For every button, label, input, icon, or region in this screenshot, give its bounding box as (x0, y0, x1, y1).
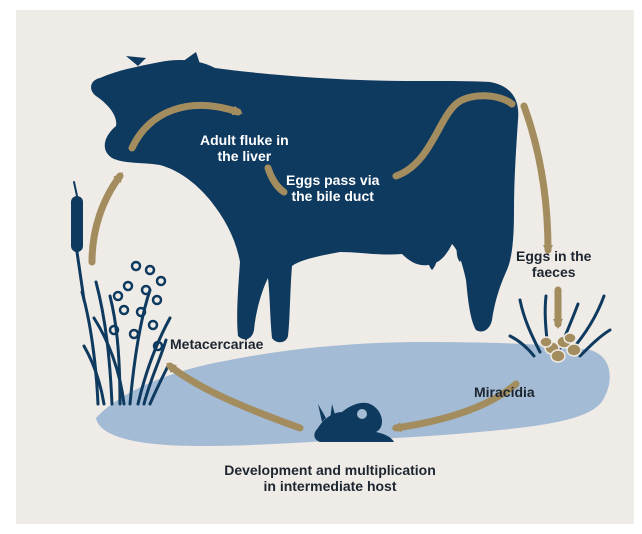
label-eggs-bile: Eggs pass via the bile duct (286, 172, 379, 204)
label-eggs-bile-line2: the bile duct (286, 188, 379, 204)
label-eggs-bile-line1: Eggs pass via (286, 172, 379, 188)
label-miracidia: Miracidia (474, 384, 535, 400)
label-eggs-faeces-line1: Eggs in the (516, 248, 591, 264)
label-eggs-faeces-line2: faeces (516, 264, 591, 280)
label-development: Development and multiplication in interm… (180, 462, 480, 494)
label-adult-fluke-line2: the liver (200, 148, 289, 164)
label-eggs-faeces: Eggs in the faeces (516, 248, 591, 280)
label-metacercariae: Metacercariae (170, 336, 263, 352)
label-adult-fluke-line1: Adult fluke in (200, 132, 289, 148)
label-development-line1: Development and multiplication (180, 462, 480, 478)
arrow-down-to-faeces (524, 106, 548, 250)
arrow-plant-to-cow (92, 176, 120, 262)
label-adult-fluke: Adult fluke in the liver (200, 132, 289, 164)
label-development-line2: in intermediate host (180, 478, 480, 494)
